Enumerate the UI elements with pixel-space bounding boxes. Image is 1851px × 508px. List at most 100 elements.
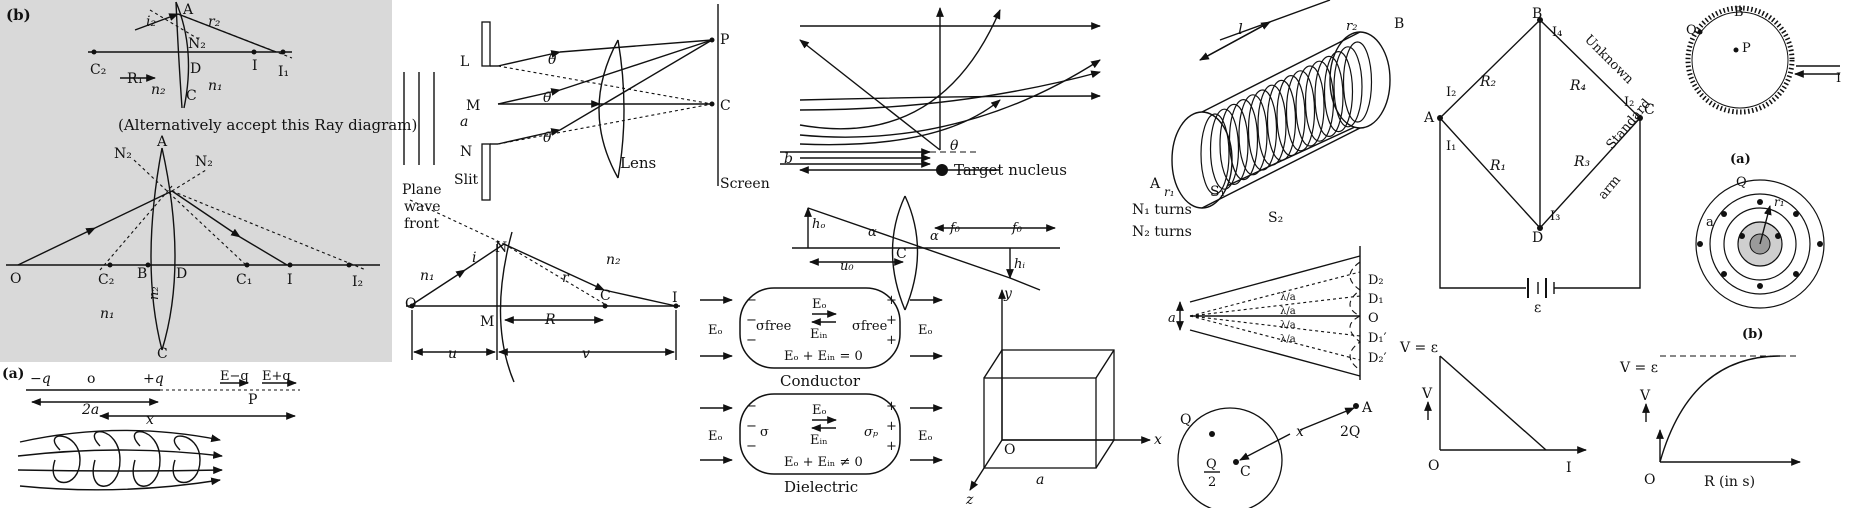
bot-C2: C₂ bbox=[98, 272, 114, 288]
svg-text:−: − bbox=[746, 439, 757, 454]
br-I1: I₁ bbox=[1446, 139, 1456, 154]
top-C2: C₂ bbox=[90, 62, 106, 78]
ds-D2: D₂ bbox=[1368, 273, 1384, 288]
rs-n2: n₂ bbox=[606, 252, 621, 268]
single-slit-diffraction: Plane wave front L M N a Slit Lens Scree… bbox=[402, 4, 770, 232]
slit-label: Slit bbox=[454, 172, 479, 188]
cube-z: z bbox=[965, 492, 974, 508]
top-r2: r₂ bbox=[208, 14, 221, 30]
scatter-theta: θ bbox=[950, 138, 959, 154]
cond-Eo-right: Eₒ bbox=[918, 323, 933, 338]
br-R2: R₂ bbox=[1479, 74, 1497, 90]
rs-i: i bbox=[472, 250, 476, 266]
x-label: x bbox=[146, 412, 154, 428]
minus-q-label: −q bbox=[30, 371, 51, 387]
alpha-1: α bbox=[868, 225, 877, 240]
diel-sum: Eₒ + Eᵢₙ ≠ 0 bbox=[784, 455, 863, 470]
toroid-diagram: B Q P I (a) bbox=[1685, 5, 1841, 167]
diel-sigma-p: σₚ bbox=[864, 425, 878, 440]
slit-a: a bbox=[460, 114, 468, 130]
rs-O: O bbox=[405, 296, 416, 312]
vr-V: V bbox=[1639, 388, 1651, 404]
svg-text:−: − bbox=[746, 419, 757, 434]
cond-Eo: Eₒ bbox=[812, 297, 827, 312]
ds-D2p: D₂′ bbox=[1368, 351, 1387, 366]
solenoid-turn bbox=[1285, 70, 1316, 152]
br-D: D bbox=[1532, 230, 1543, 246]
sol-r1: r₁ bbox=[1164, 185, 1175, 199]
ch-x: x bbox=[1296, 424, 1304, 440]
graph-v-vs-r: V = ε V O R (in s) bbox=[1619, 355, 1801, 490]
P-label: P bbox=[248, 392, 257, 408]
solenoid-turn bbox=[1238, 94, 1268, 176]
coax-Q: Q bbox=[1736, 175, 1747, 190]
ch-Qnum: Q bbox=[1206, 457, 1217, 472]
alpha-2: α bbox=[930, 229, 939, 244]
bot-C: C bbox=[157, 346, 168, 362]
solenoid-turn bbox=[1314, 55, 1344, 138]
br-R4: R₄ bbox=[1569, 78, 1587, 94]
br-I2: I₂ bbox=[1446, 85, 1456, 100]
solenoid-turn bbox=[1228, 99, 1259, 181]
coax-a: a bbox=[1706, 215, 1714, 230]
charges-diagram: Q x A 2Q Q 2 C bbox=[1177, 400, 1373, 508]
dipole-field-panel: (a) −q o +q E−q E+q 2a x P bbox=[2, 366, 300, 491]
diel-sigma: σ bbox=[760, 425, 769, 440]
solenoid-turn bbox=[1266, 79, 1297, 162]
vr-O: O bbox=[1644, 472, 1655, 488]
cube-O: O bbox=[1004, 442, 1015, 458]
vi-Veq: V = ε bbox=[1399, 340, 1438, 356]
rs-u: u bbox=[448, 346, 457, 362]
slit-L: L bbox=[460, 54, 469, 70]
rs-v: v bbox=[582, 346, 590, 362]
panel-label-b: (b) bbox=[6, 6, 31, 24]
vr-R: R (in s) bbox=[1704, 474, 1755, 490]
coaxial-solenoids: l r₂ B A r₁ S₁ S₂ N₁ turns N₂ turns bbox=[1132, 0, 1404, 240]
ch-2Q: 2Q bbox=[1340, 424, 1360, 440]
dielectric-field-diagram: Eₒ Eₒ σ σₚ Eₒ Eᵢₙ Eₒ + Eᵢₙ ≠ 0 Dielectri… bbox=[700, 393, 943, 496]
f0-a: f₀ bbox=[949, 221, 961, 236]
svg-text:−: − bbox=[746, 293, 757, 308]
br-C: C bbox=[1644, 102, 1655, 118]
br-unknown: Unknown bbox=[1581, 32, 1637, 88]
alpha-scattering: b θ Target nucleus bbox=[780, 7, 1101, 179]
diel-Eo: Eₒ bbox=[812, 403, 827, 418]
ds-D1p: D₁′ bbox=[1368, 331, 1387, 346]
sol-l: l bbox=[1238, 20, 1243, 38]
graph-v-vs-i: V = ε V O I bbox=[1399, 340, 1587, 476]
br-R3: R₃ bbox=[1573, 154, 1591, 170]
panel-label-a: (a) bbox=[2, 366, 24, 382]
cond-Ein: Eᵢₙ bbox=[810, 327, 828, 342]
cond-sum: Eₒ + Eᵢₙ = 0 bbox=[784, 349, 863, 364]
tor-label-a: (a) bbox=[1730, 152, 1751, 167]
rs-C: C bbox=[600, 288, 611, 304]
svg-text:+: + bbox=[886, 419, 897, 434]
cube-gauss-diagram: y x z O a bbox=[965, 286, 1162, 508]
ds-a: a bbox=[1168, 311, 1176, 326]
br-eps: ε bbox=[1534, 300, 1541, 316]
cond-sigma-free-l: σfree bbox=[756, 319, 792, 334]
tor-P: P bbox=[1742, 41, 1751, 56]
vi-O: O bbox=[1428, 458, 1439, 474]
screen-C: C bbox=[720, 98, 731, 114]
cond-sigma-free-r: σfree bbox=[852, 319, 888, 334]
top-i2: i₂ bbox=[146, 14, 156, 30]
svg-text:+: + bbox=[886, 439, 897, 454]
ds-l4: λ/a bbox=[1280, 334, 1296, 345]
bot-D: D bbox=[176, 266, 187, 282]
solenoid-turn bbox=[1209, 108, 1240, 190]
cond-caption: Conductor bbox=[780, 372, 861, 390]
ds-D1: D₁ bbox=[1368, 292, 1384, 307]
sol-N1: N₁ turns bbox=[1132, 202, 1192, 218]
top-N2: N₂ bbox=[188, 36, 206, 52]
diel-Eo-left: Eₒ bbox=[708, 429, 723, 444]
cube-a: a bbox=[1036, 472, 1044, 488]
ds-O: O bbox=[1368, 311, 1379, 326]
svg-text:+: + bbox=[886, 399, 897, 414]
ch-C: C bbox=[1240, 464, 1251, 480]
vi-I: I bbox=[1566, 460, 1572, 476]
br-I2c: I₂ bbox=[1624, 95, 1634, 110]
br-B: B bbox=[1532, 6, 1542, 22]
lens-label: Lens bbox=[620, 154, 656, 172]
two-a-label: 2a bbox=[81, 402, 99, 418]
